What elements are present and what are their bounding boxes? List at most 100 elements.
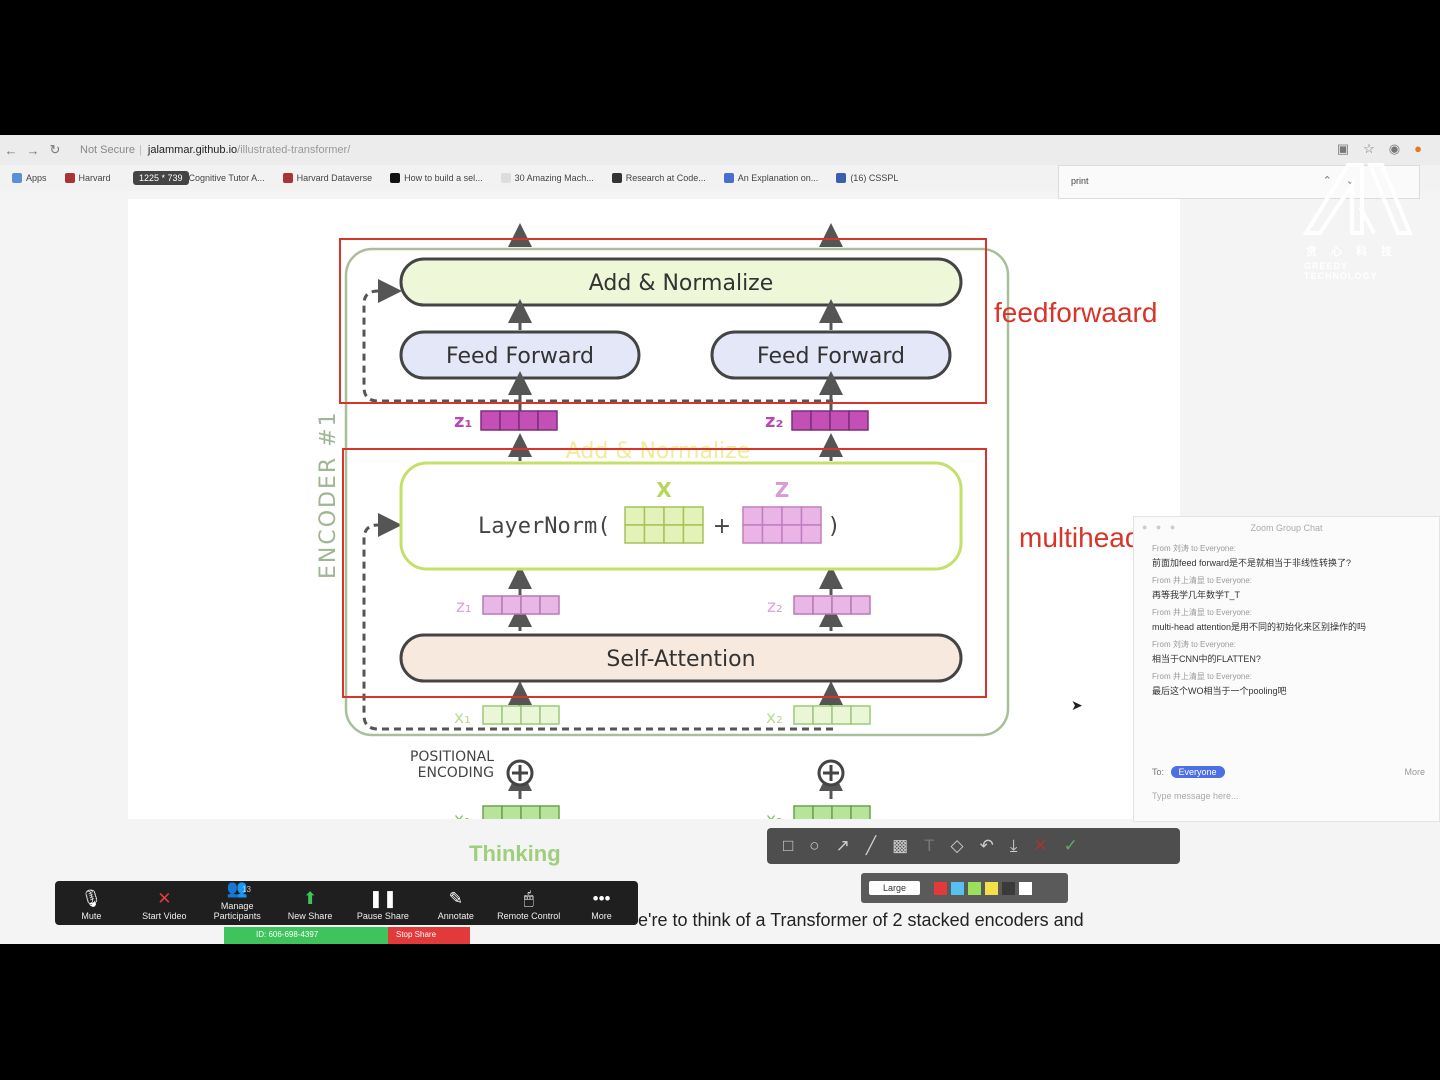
find-input[interactable]: print [1071, 176, 1089, 186]
x-matrix [624, 506, 704, 544]
mute-button[interactable]: 🎙Mute [55, 889, 128, 921]
x2-vector-bottom [793, 805, 871, 819]
start-video-button[interactable]: ✕Start Video [128, 889, 201, 921]
greedy-technology-logo: 贪心科技 GREEDY TECHNOLOGY [1300, 157, 1420, 281]
bookmark-harvard[interactable]: Harvard [64, 173, 111, 183]
bookmark-dataverse[interactable]: Harvard Dataverse [282, 173, 372, 183]
plus-sign: + [713, 514, 731, 539]
color-swatch-red[interactable] [934, 881, 948, 895]
color-swatch-white[interactable] [1019, 881, 1033, 895]
security-indicator: Not Secure [80, 144, 136, 156]
size-select[interactable]: Large [869, 881, 921, 895]
screen: ← → ↻ Not Secure | jalammar.github.io /i… [0, 135, 1440, 944]
harvard-icon [64, 173, 75, 183]
positional-plus-1 [506, 759, 534, 787]
share-icon: ⬆ [302, 889, 318, 908]
line-tool-icon[interactable]: ╱ [865, 836, 877, 855]
residual-path-top [362, 279, 833, 403]
slide-canvas: ENCODER #1 Add & Normalize Feed Forward … [128, 199, 1180, 819]
undo-icon[interactable]: ↶ [979, 836, 994, 855]
page-body-text: e're to think of a Transformer of 2 stac… [638, 910, 1084, 930]
transformer-diagram: ENCODER #1 Add & Normalize Feed Forward … [316, 223, 1010, 819]
annotation-palette: Large [861, 873, 1068, 903]
remote-control-button[interactable]: 🖱Remote Control [492, 889, 565, 921]
forward-icon[interactable]: → [26, 142, 40, 158]
zoom-control-bar: 🎙Mute ✕Start Video 👥Manage Participants … [55, 879, 638, 925]
reload-icon[interactable]: ↻ [49, 142, 61, 157]
url-path: /illustrated-transformer/ [237, 144, 351, 156]
browser-url-bar[interactable]: ← → ↻ Not Secure | jalammar.github.io /i… [0, 135, 1440, 165]
stop-share-button[interactable]: Stop Share [388, 927, 470, 944]
x1-label-inner: x₁ [454, 708, 471, 728]
x-label: X [656, 478, 672, 502]
chat-more-button[interactable]: More [1404, 767, 1425, 777]
positional-label-2: ENCODING [418, 765, 494, 781]
positional-label-1: POSITIONAL [410, 749, 494, 765]
z2-label-light: z₂ [767, 597, 783, 617]
color-swatch-blue[interactable] [951, 881, 965, 895]
color-swatch-green[interactable] [968, 881, 982, 895]
download-icon[interactable]: ⤓ [1009, 836, 1018, 855]
color-swatch-yellow[interactable] [985, 881, 999, 895]
cancel-icon[interactable]: ✕ [1033, 836, 1048, 855]
logo-mark-icon [1302, 163, 1413, 235]
rectangle-tool-icon[interactable]: □ [783, 836, 794, 855]
layernorm-label: LayerNorm( [478, 514, 610, 539]
zoom-group-chat: ● ● ● Zoom Group Chat From 刘涛 to Everyon… [1133, 516, 1440, 822]
chat-message: From 刘涛 to Everyone: 相当于CNN中的FLATTEN? [1152, 640, 1261, 664]
annotate-button[interactable]: ✎Annotate [419, 889, 492, 921]
chat-message: From 井上清显 to Everyone: 最后这个WO相当于一个poolin… [1152, 672, 1287, 696]
feed-forward-2-label: Feed Forward [757, 344, 905, 369]
bookmark-medium[interactable]: How to build a sel... [390, 173, 483, 183]
layernorm-close-paren: ) [827, 514, 840, 539]
chat-message: From 井上清显 to Everyone: multi-head attent… [1152, 608, 1367, 632]
chat-message-input[interactable]: Type message here... [1152, 791, 1239, 801]
apps-icon [12, 173, 22, 183]
menu-icon[interactable]: ● [1414, 141, 1422, 156]
share-status-bar: ID: 606-698-4397 Stop Share [224, 927, 470, 944]
pause-share-button[interactable]: ❚❚Pause Share [347, 889, 420, 921]
mosaic-tool-icon[interactable]: ▩ [892, 836, 909, 855]
x1-label-bottom: x₁ [454, 810, 471, 819]
star-icon[interactable]: ☆ [1363, 141, 1375, 156]
bookmark-apps[interactable]: Apps [12, 173, 47, 183]
z1-label-top: z₁ [454, 411, 472, 432]
text-tool-icon[interactable]: T [924, 836, 935, 855]
confirm-icon[interactable]: ✓ [1063, 836, 1078, 855]
dataverse-icon [282, 173, 293, 183]
pencil-icon: ✎ [448, 889, 463, 908]
bookmark-explanation[interactable]: An Explanation on... [723, 173, 818, 183]
chat-recipient-dropdown[interactable]: Everyone [1170, 766, 1225, 778]
participants-count: 13 [242, 885, 251, 894]
annotation-rect-feedforward [339, 238, 987, 404]
color-swatch-black[interactable] [1002, 881, 1016, 895]
more-button[interactable]: •••More [565, 889, 638, 921]
explanation-icon [723, 173, 734, 183]
annotation-rect-multihead [342, 448, 987, 698]
ellipse-tool-icon[interactable]: ○ [809, 836, 820, 855]
bookmark-csspl[interactable]: (16) CSSPL [836, 173, 898, 183]
z-label: Z [775, 478, 790, 502]
url-host: jalammar.github.io [147, 144, 238, 156]
back-icon[interactable]: ← [4, 142, 18, 158]
x1-vector-inner [482, 705, 560, 725]
profile-icon[interactable]: ◉ [1388, 141, 1401, 156]
dimensions-tooltip: 1225 * 739 [133, 171, 189, 185]
arrow-tool-icon[interactable]: ↗ [835, 836, 850, 855]
bookmark-research[interactable]: Research at Code... [611, 173, 706, 183]
video-off-icon: ✕ [157, 889, 172, 908]
add-normalize-faded-label: Add & Normalize [566, 439, 751, 464]
tag-tool-icon[interactable]: ◇ [950, 836, 964, 855]
new-share-button[interactable]: ⬆New Share [274, 889, 347, 921]
mouse-icon: 🖱 [523, 889, 534, 908]
chat-to-label: To: [1152, 767, 1165, 777]
manage-participants-button[interactable]: 👥Manage Participants [201, 879, 274, 921]
bookmark-amazing[interactable]: 30 Amazing Mach... [500, 173, 594, 183]
research-icon [611, 173, 622, 183]
extension-icon[interactable]: ▣ [1336, 141, 1350, 156]
chat-message: From 井上清显 to Everyone: 再等我学几年数学T_T [1152, 576, 1253, 600]
window-controls-icon[interactable]: ● ● ● [1142, 522, 1179, 532]
x2-label-inner: x₂ [766, 708, 783, 728]
pause-icon: ❚❚ [368, 889, 398, 908]
url-separator: | [139, 144, 142, 156]
